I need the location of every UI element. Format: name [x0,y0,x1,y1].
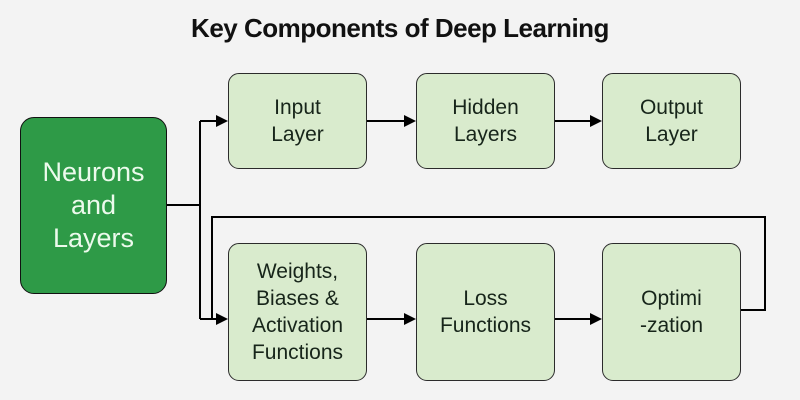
arrowhead-into-weights [216,313,228,325]
node-hidden-layers: Hidden Layers [416,73,555,169]
node-loss-functions: Loss Functions [416,243,555,381]
node-input-label: Input Layer [271,96,324,146]
node-weights-biases-activation: Weights, Biases & Activation Functions [228,243,367,381]
diagram-title: Key Components of Deep Learning [191,13,609,43]
node-optimization-label: Optimi -zation [639,287,704,337]
node-weights-label: Weights, Biases & Activation Functions [251,260,344,364]
node-output-layer: Output Layer [602,73,741,169]
node-output-label: Output Layer [639,96,704,146]
node-hidden-label: Hidden Layers [452,96,519,146]
arrowhead-into-hidden [404,115,416,127]
arrowhead-into-loss [404,313,416,325]
edge-optimization-feedback [211,216,766,319]
node-neurons-and-layers: Neurons and Layers [20,117,167,294]
arrowhead-into-optimization [590,313,602,325]
node-optimization: Optimi -zation [602,243,741,381]
node-loss-label: Loss Functions [439,287,532,337]
arrowhead-into-input [216,115,228,127]
node-input-layer: Input Layer [228,73,367,169]
node-neurons-label: Neurons and Layers [42,157,145,253]
arrowhead-into-output [590,115,602,127]
